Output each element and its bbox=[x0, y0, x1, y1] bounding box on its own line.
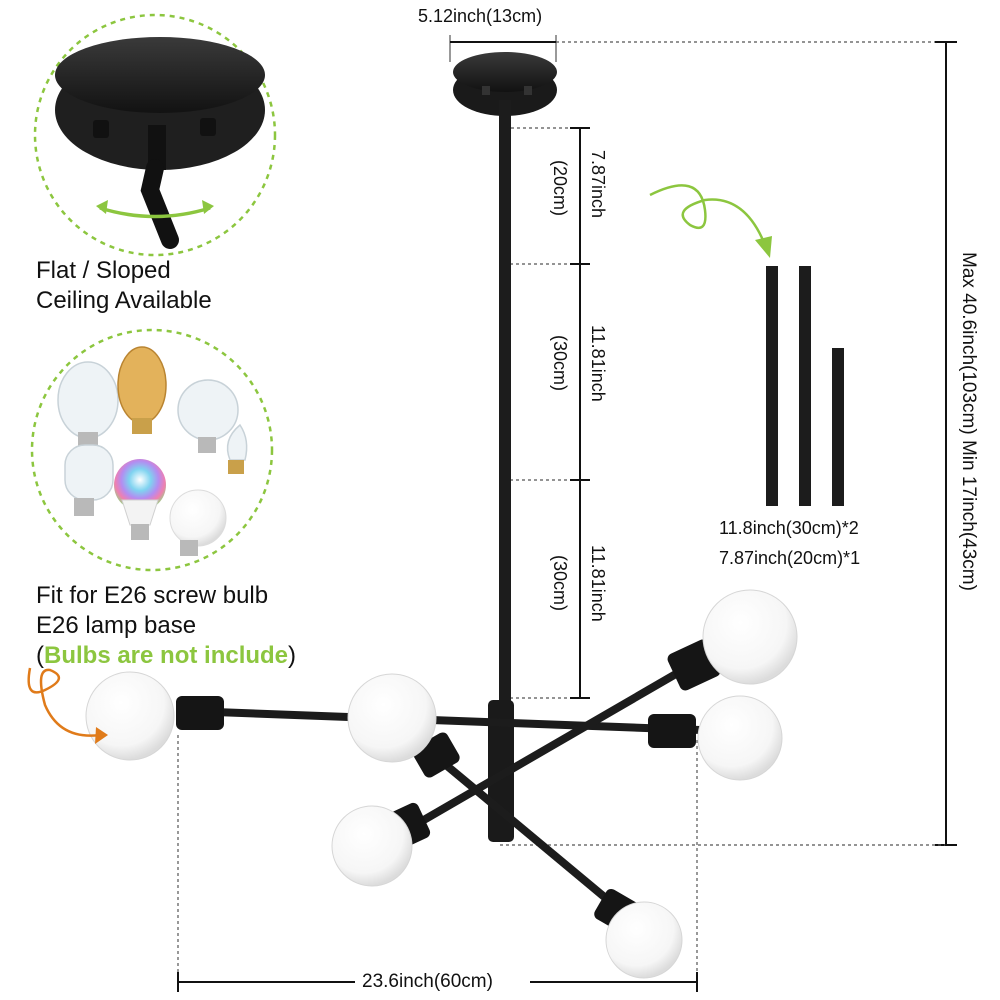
bulb-arrow bbox=[27, 667, 108, 744]
bulb-caption-line1: Fit for E26 screw bulb bbox=[36, 582, 269, 609]
segment-1-cm: (20cm) bbox=[550, 160, 570, 217]
segment-2-inch: 11.81inch bbox=[588, 325, 608, 402]
note-close-paren: ) bbox=[288, 642, 297, 669]
segment-1-inch: 7.87inch bbox=[588, 150, 608, 219]
chandelier bbox=[85, 52, 798, 979]
rods-arrow bbox=[649, 184, 772, 258]
bulbs-not-included-note: Bulbs are not include bbox=[44, 642, 289, 669]
ceiling-caption-line2: Ceiling Available bbox=[36, 287, 212, 314]
bottom-width-label: 23.6inch(60cm) bbox=[362, 971, 493, 992]
segment-3-inch: 11.81inch bbox=[588, 545, 608, 622]
height-range-label: Max 40.6inch(103cm) Min 17inch(43cm) bbox=[958, 252, 979, 591]
bulb-caption-note-line: (Bulbs are not include) bbox=[36, 641, 296, 671]
top-width-label: 5.12inch(13cm) bbox=[418, 6, 543, 26]
segment-2-cm: (30cm) bbox=[550, 335, 570, 392]
bulb-options-circle bbox=[30, 328, 274, 572]
segment-3-cm: (30cm) bbox=[550, 555, 570, 612]
rods-info-1: 11.8inch(30cm)*2 bbox=[719, 518, 859, 538]
dimension-lines bbox=[177, 35, 957, 992]
bulb-caption-line2: E26 lamp base bbox=[36, 612, 197, 639]
rods-info-2: 7.87inch(20cm)*1 bbox=[719, 548, 861, 568]
note-open-paren: ( bbox=[36, 642, 44, 669]
ceiling-detail-circle bbox=[33, 13, 277, 257]
ceiling-caption-line1: Flat / Sloped bbox=[36, 257, 171, 284]
extension-rods bbox=[766, 266, 844, 506]
